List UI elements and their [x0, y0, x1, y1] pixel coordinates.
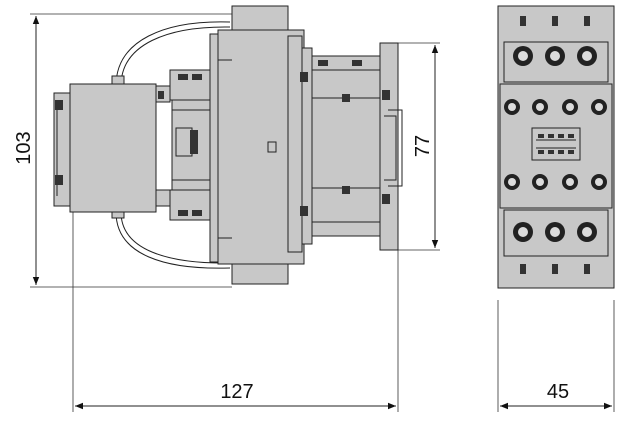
mount-height-dimension-label: 77 [412, 135, 434, 157]
depth-dimension-label: 127 [220, 381, 253, 403]
auxiliary-module [69, 83, 157, 213]
contactor-body [311, 55, 385, 237]
lower-coupler [169, 189, 211, 221]
width-dimension-label: 45 [547, 381, 569, 403]
front-view [497, 5, 615, 412]
upper-coupler [169, 69, 211, 101]
top-wire-inner [120, 26, 231, 87]
din-rail-clip [379, 42, 399, 251]
height-dimension-label: 103 [13, 131, 35, 164]
bottom-wire-inner [120, 211, 231, 264]
terminal-screws [504, 46, 607, 242]
center-label-area [531, 127, 581, 161]
top-wire [115, 21, 231, 87]
bottom-wire [115, 211, 231, 269]
side-view [30, 5, 440, 412]
